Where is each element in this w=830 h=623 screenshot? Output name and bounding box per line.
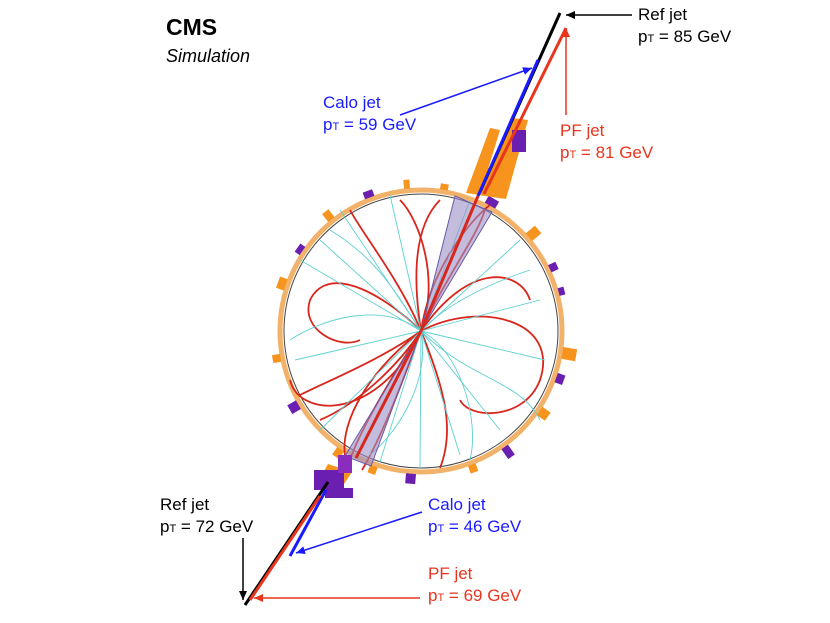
calorimeter-deposit xyxy=(484,195,500,209)
neutral-track xyxy=(319,239,422,332)
jet-cones xyxy=(344,195,493,467)
charged-track xyxy=(307,282,422,344)
calorimeter-deposit xyxy=(332,446,344,459)
charged-track xyxy=(420,315,544,414)
pf-axis-center xyxy=(419,195,480,332)
top-ref-jet-pt: pT = 85 GeV xyxy=(638,27,732,46)
neutral-track xyxy=(329,229,422,332)
pf-jet-bottom-line xyxy=(248,495,322,601)
arrow-top-calo xyxy=(399,67,533,116)
neutral-track xyxy=(420,330,546,361)
top-calo-jet-name: Calo jet xyxy=(323,93,381,112)
simulation-subtitle: Simulation xyxy=(166,46,251,66)
detector-barrel xyxy=(277,187,565,475)
top-ref-jet-label: Ref jet pT = 85 GeV xyxy=(638,4,731,50)
calorimeter-deposit xyxy=(276,276,288,291)
hcal-block-bottom-2 xyxy=(325,488,353,498)
neutral-track xyxy=(420,330,461,456)
hcal-block-top xyxy=(512,130,526,152)
calorimeter-deposit xyxy=(557,286,566,296)
charged-track xyxy=(415,199,441,332)
top-calo-jet-pt: pT = 59 GeV xyxy=(323,115,417,134)
calorimeter-deposit xyxy=(362,189,375,200)
calorimeter-deposit xyxy=(403,179,411,189)
neutral-track xyxy=(379,330,422,463)
experiment-title: CMS xyxy=(166,14,218,40)
top-pf-jet-name: PF jet xyxy=(560,121,605,140)
hcal-block-bottom-3 xyxy=(338,455,352,473)
top-jet-tower xyxy=(466,118,528,199)
calorimeter-ring xyxy=(277,187,565,475)
neutral-track xyxy=(419,330,422,469)
top-jets xyxy=(476,12,568,197)
calorimeter-deposit xyxy=(439,183,449,191)
calorimeter-deposit xyxy=(525,225,542,241)
bottom-calo-jet-name: Calo jet xyxy=(428,495,486,514)
top-pf-jet-pt: pT = 81 GeV xyxy=(560,143,654,162)
calorimeter-deposit xyxy=(322,209,335,223)
top-pf-jet-label: PF jet pT = 81 GeV xyxy=(560,120,653,166)
calorimeter-deposit xyxy=(294,243,306,256)
bottom-pf-jet-label: PF jet pT = 69 GeV xyxy=(428,563,521,609)
neutral-track xyxy=(299,259,422,332)
jet-cone-bottom xyxy=(344,330,422,467)
hcal-block-bottom-1 xyxy=(314,470,344,490)
neutral-track xyxy=(319,330,422,431)
bottom-calo-jet-pt: pT = 46 GeV xyxy=(428,517,522,536)
bottom-ref-jet-name: Ref jet xyxy=(160,495,210,514)
calorimeter-deposit xyxy=(536,406,551,421)
jet-cone-top xyxy=(420,195,493,332)
neutral-track xyxy=(420,330,501,431)
calorimeter-deposit xyxy=(271,353,282,364)
charged-track xyxy=(319,330,422,421)
bottom-jets xyxy=(243,481,330,606)
bottom-jet-tower xyxy=(314,455,353,498)
top-ref-jet-name: Ref jet xyxy=(638,5,688,24)
bottom-ref-jet-label: Ref jet pT = 72 GeV xyxy=(160,494,253,540)
neutral-track xyxy=(420,330,541,421)
neutral-track xyxy=(420,299,541,332)
arrow-bottom-calo xyxy=(295,511,423,555)
neutral-track xyxy=(420,269,531,332)
pf-axis-center-bottom xyxy=(354,330,423,459)
neutral-tracks xyxy=(289,194,546,469)
neutral-track xyxy=(389,194,422,332)
calorimeter-deposit xyxy=(554,372,566,385)
tracker-boundary xyxy=(283,193,559,469)
calorimeter-deposit xyxy=(367,464,378,475)
calo-jet-top-line xyxy=(476,59,540,197)
calorimeter-deposit xyxy=(468,463,479,474)
charged-track xyxy=(420,276,531,332)
pf-jet-top-line xyxy=(482,27,568,195)
neutral-track xyxy=(294,330,422,361)
calorimeter-deposit xyxy=(548,261,559,273)
bottom-ref-jet-pt: pT = 72 GeV xyxy=(160,517,254,536)
calo-jet-bottom-line xyxy=(288,489,328,557)
bottom-pf-jet-pt: pT = 69 GeV xyxy=(428,586,522,605)
neutral-track xyxy=(289,314,422,341)
ecal-tower-top-2 xyxy=(466,128,500,195)
bottom-calo-jet-label: Calo jet pT = 46 GeV xyxy=(428,494,521,540)
neutral-track xyxy=(369,330,423,456)
jet-axes xyxy=(354,195,480,459)
top-calo-jet-label: Calo jet pT = 59 GeV xyxy=(323,92,416,138)
bottom-pf-jet-name: PF jet xyxy=(428,564,473,583)
calorimeter-deposits xyxy=(271,179,578,485)
charged-track xyxy=(349,209,422,332)
calorimeter-deposit xyxy=(561,346,578,362)
annotation-arrows xyxy=(239,11,632,602)
neutral-track xyxy=(420,330,473,461)
calorimeter-deposit xyxy=(501,444,515,460)
calorimeter-deposit xyxy=(405,473,417,485)
charged-track xyxy=(299,330,422,396)
charged-track xyxy=(420,330,448,469)
calorimeter-deposit xyxy=(287,400,301,414)
